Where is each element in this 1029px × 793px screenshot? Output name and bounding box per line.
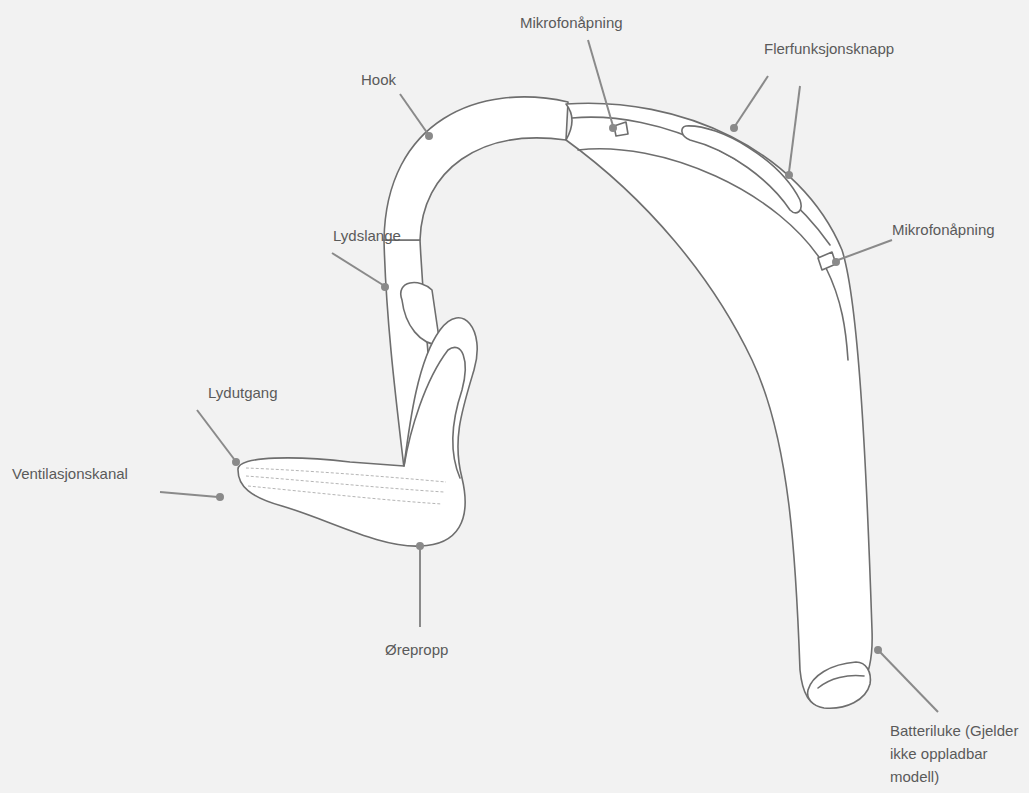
body-seam (578, 149, 848, 360)
earmold-helix (404, 347, 465, 478)
vent-canal-line (246, 476, 444, 492)
leader-line (588, 40, 613, 126)
leader-dot (417, 543, 423, 549)
leader-line (789, 86, 800, 172)
leader-dot (875, 647, 881, 653)
vent-canal-line (248, 486, 442, 504)
leader-dot (731, 125, 737, 131)
earmold-knob (401, 283, 440, 345)
leader-line (880, 652, 938, 712)
part-label: Batteriluke (Gjelder ikke oppladbar mode… (890, 719, 1024, 788)
earmold (238, 318, 477, 546)
part-label: Lydutgang (208, 381, 278, 404)
battery-door (808, 662, 871, 708)
battery-door-line (818, 676, 864, 689)
vent-canal-line (246, 468, 446, 482)
hearing-aid-body (566, 103, 872, 706)
part-label: Hook (361, 68, 396, 91)
leader-line (197, 410, 234, 459)
leader-line (400, 94, 428, 134)
multifunction-button (682, 126, 801, 213)
leader-line (419, 548, 421, 627)
leader-line (735, 76, 768, 126)
leader-line (838, 240, 892, 260)
body-top-edge (572, 117, 830, 245)
leader-dot (426, 133, 432, 139)
leader-dot (233, 459, 239, 465)
leader-line (332, 253, 383, 285)
part-label: Flerfunksjonsknapp (764, 37, 894, 60)
leader-dot (610, 125, 616, 131)
leader-line (160, 492, 218, 497)
hook (384, 97, 568, 240)
part-label: Ventilasjonskanal (12, 462, 128, 485)
part-label: Lydslange (333, 224, 401, 247)
part-label: Ørepropp (385, 638, 448, 661)
leader-dot (786, 172, 792, 178)
part-label: Mikrofonåpning (892, 218, 995, 241)
part-label: Mikrofonåpning (520, 11, 623, 34)
leader-dot (833, 259, 839, 265)
leader-dot (217, 494, 223, 500)
leader-dot (382, 284, 388, 290)
